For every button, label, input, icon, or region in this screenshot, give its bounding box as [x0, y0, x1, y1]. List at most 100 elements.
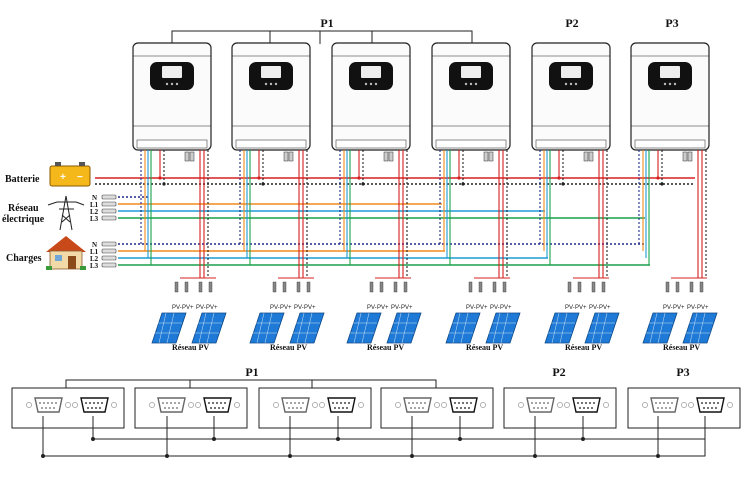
- solar-panel: [445, 312, 481, 344]
- db9-port: [327, 397, 356, 413]
- grid-terminal-labels: N L1 L2 L3: [90, 194, 99, 223]
- communication-port-row: [11, 387, 741, 429]
- pv-terminal-label: PV-: [565, 305, 575, 311]
- pv-terminal-label: PV+: [476, 305, 488, 311]
- grid-label-line1: Réseau: [8, 203, 39, 214]
- pv-array-label: Réseau PV: [367, 343, 404, 352]
- solar-panel: [151, 312, 187, 344]
- terminal-connectors: [101, 194, 117, 268]
- bottom-group-label-p1: P1: [245, 365, 258, 379]
- solar-panel: [289, 312, 325, 344]
- grid-label-line2: électrique: [2, 214, 45, 225]
- battery-icon: + −: [49, 162, 91, 187]
- pv-terminal-label: PV+: [697, 305, 709, 311]
- pv-array: PV-PV+PV-PV+Réseau PV: [544, 277, 620, 352]
- inverter-unit: [531, 42, 611, 278]
- solar-panel: [485, 312, 521, 344]
- battery-label: Batterie: [5, 174, 40, 185]
- solar-panel: [642, 312, 678, 344]
- solar-panel: [584, 312, 620, 344]
- pv-array-label: Réseau PV: [565, 343, 602, 352]
- pv-array-label: Réseau PV: [172, 343, 209, 352]
- pv-terminal-label: PV-: [663, 305, 673, 311]
- inverter-unit: [132, 42, 212, 278]
- inverter-wiring: [140, 150, 209, 278]
- pv-terminal-label: PV-: [196, 305, 206, 311]
- pv-terminal-label: PV+: [304, 305, 316, 311]
- db9-port: [157, 397, 186, 413]
- pv-array: PV-PV+PV-PV+Réseau PV: [642, 277, 718, 352]
- load-l1-label: L1: [90, 248, 99, 256]
- pv-array: PV-PV+PV-PV+Réseau PV: [445, 277, 521, 352]
- svg-text:−: −: [77, 172, 83, 183]
- inverter-unit: [431, 42, 511, 278]
- house-icon: [46, 236, 86, 270]
- top-group-label-p2: P2: [565, 16, 578, 30]
- pv-terminal-label: PV-: [589, 305, 599, 311]
- pv-terminal-label: PV-: [367, 305, 377, 311]
- grid-l1-label: L1: [90, 201, 99, 209]
- pv-array: PV-PV+PV-PV+Réseau PV: [249, 277, 325, 352]
- load-l2-label: L2: [90, 255, 99, 263]
- inverter-comm-panel: [11, 387, 125, 429]
- pv-array-label: Réseau PV: [270, 343, 307, 352]
- pv-terminal-label: PV+: [575, 305, 587, 311]
- pv-terminal-label: PV+: [206, 305, 218, 311]
- cable-junction-dots: [41, 437, 660, 458]
- inverter-unit: [331, 42, 411, 278]
- inverter-comm-panel: [503, 387, 617, 429]
- inverter-unit: [231, 42, 311, 278]
- inverter-unit: [630, 42, 710, 278]
- solar-panel: [544, 312, 580, 344]
- inverter-wiring: [239, 150, 308, 278]
- pv-terminal-label: PV+: [377, 305, 389, 311]
- load-l3-label: L3: [90, 262, 99, 270]
- pv-terminal-label: PV-: [687, 305, 697, 311]
- inverter-row: [132, 42, 710, 278]
- top-group-label-p3: P3: [665, 16, 678, 30]
- db9-port: [203, 397, 232, 413]
- pv-array: PV-PV+PV-PV+Réseau PV: [151, 277, 227, 352]
- load-terminal-labels: N L1 L2 L3: [90, 241, 99, 270]
- db9-port: [526, 397, 555, 413]
- solar-panel: [191, 312, 227, 344]
- loads-label: Charges: [6, 253, 42, 264]
- solar-panel: [386, 312, 422, 344]
- pv-array-label: Réseau PV: [663, 343, 700, 352]
- inverter-comm-panel: [134, 387, 248, 429]
- bottom-group-label-p3: P3: [676, 365, 689, 379]
- pv-array-row: PV-PV+PV-PV+Réseau PVPV-PV+PV-PV+Réseau …: [151, 277, 718, 352]
- db9-port: [650, 397, 679, 413]
- db9-port: [403, 397, 432, 413]
- inverter-wiring: [439, 150, 508, 278]
- inverter-comm-panel: [258, 387, 372, 429]
- load-n-label: N: [92, 241, 97, 249]
- db9-port: [281, 397, 310, 413]
- power-pylon-icon: [47, 195, 85, 231]
- ac-bus-lines: [95, 177, 695, 266]
- pv-array: PV-PV+PV-PV+Réseau PV: [346, 277, 422, 352]
- grid-l2-label: L2: [90, 208, 99, 216]
- inverter-comm-panel: [627, 387, 741, 429]
- pv-terminal-label: PV-: [391, 305, 401, 311]
- db9-port: [34, 397, 63, 413]
- inverter-comm-panel: [380, 387, 494, 429]
- db9-port: [696, 397, 725, 413]
- pv-terminal-label: PV-: [294, 305, 304, 311]
- solar-panel: [249, 312, 285, 344]
- bottom-group-label-p2: P2: [552, 365, 565, 379]
- pv-array-label: Réseau PV: [466, 343, 503, 352]
- solar-panel: [682, 312, 718, 344]
- bottom-group-brackets: [65, 379, 437, 388]
- svg-text:+: +: [60, 172, 66, 183]
- pv-terminal-label: PV+: [280, 305, 292, 311]
- solar-panel: [346, 312, 382, 344]
- pv-terminal-label: PV+: [673, 305, 685, 311]
- inverter-wiring: [638, 150, 707, 278]
- db9-port: [572, 397, 601, 413]
- pv-terminal-label: PV+: [182, 305, 194, 311]
- pv-terminal-label: PV-: [172, 305, 182, 311]
- grid-n-label: N: [92, 194, 97, 202]
- pv-terminal-label: PV-: [270, 305, 280, 311]
